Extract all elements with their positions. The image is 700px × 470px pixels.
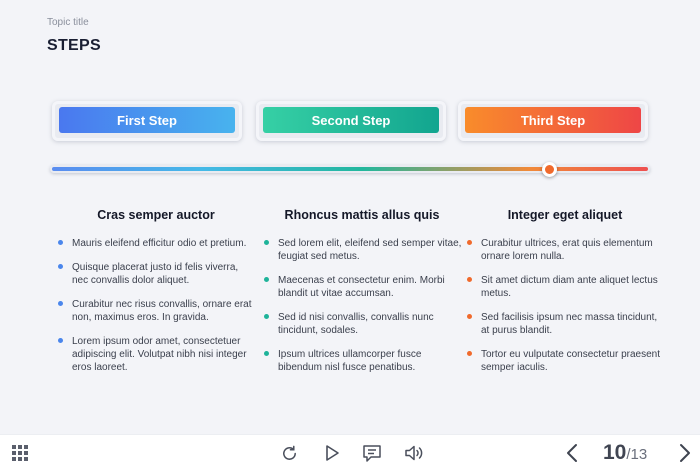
column-3-list: Curabitur ultrices, erat quis elementum …	[465, 237, 665, 374]
slide: Topic title STEPS First Step Second Step…	[0, 0, 700, 434]
step-card-2: Second Step	[256, 101, 446, 141]
bullet-dot-icon	[264, 277, 269, 282]
list-item-text: Sed lorem elit, eleifend sed semper vita…	[278, 238, 462, 262]
bullet-dot-icon	[58, 301, 63, 306]
list-item-text: Ipsum ultrices ullamcorper fusce bibendu…	[278, 349, 422, 373]
column-1-heading: Cras semper auctor	[97, 208, 215, 222]
bullet-dot-icon	[58, 240, 63, 245]
bullet-dot-icon	[58, 264, 63, 269]
chat-icon[interactable]	[362, 443, 382, 463]
page-title: STEPS	[47, 37, 101, 54]
list-item-text: Lorem ipsum odor amet, consectetuer adip…	[72, 336, 247, 373]
player-controls-bar: 10 /13	[0, 434, 700, 470]
column-3: Integer eget aliquet Curabitur ultrices,…	[465, 208, 665, 385]
second-step-button[interactable]: Second Step	[263, 107, 439, 133]
column-1-list: Mauris eleifend efficitur odio et pretiu…	[56, 237, 256, 374]
list-item: Sed facilisis ipsum nec massa tincidunt,…	[465, 311, 665, 337]
list-item: Quisque placerat justo id felis viverra,…	[56, 261, 256, 287]
column-2-list: Sed lorem elit, eleifend sed semper vita…	[262, 237, 462, 374]
total-slides: /13	[626, 446, 648, 463]
list-item-text: Curabitur nec risus convallis, ornare er…	[72, 299, 252, 323]
list-item: Curabitur ultrices, erat quis elementum …	[465, 237, 665, 263]
list-item-text: Maecenas et consectetur enim. Morbi blan…	[278, 275, 445, 299]
list-item: Lorem ipsum odor amet, consectetuer adip…	[56, 335, 256, 374]
list-item-text: Curabitur ultrices, erat quis elementum …	[481, 238, 653, 262]
first-step-button[interactable]: First Step	[59, 107, 235, 133]
list-item-text: Quisque placerat justo id felis viverra,…	[72, 262, 239, 286]
volume-icon[interactable]	[404, 443, 424, 463]
list-item-text: Sed facilisis ipsum nec massa tincidunt,…	[481, 312, 658, 336]
list-item-text: Sit amet dictum diam ante aliquet lectus…	[481, 275, 658, 299]
grid-icon[interactable]	[10, 443, 30, 463]
bullet-dot-icon	[467, 277, 472, 282]
list-item: Ipsum ultrices ullamcorper fusce bibendu…	[262, 348, 462, 374]
third-step-button[interactable]: Third Step	[465, 107, 641, 133]
chevron-right-icon[interactable]	[675, 443, 695, 463]
step-card-1: First Step	[52, 101, 242, 141]
list-item-text: Sed id nisi convallis, convallis nunc ti…	[278, 312, 434, 336]
progress-gradient	[52, 167, 648, 171]
bullet-dot-icon	[264, 314, 269, 319]
bullet-dot-icon	[467, 351, 472, 356]
play-icon[interactable]	[322, 443, 342, 463]
list-item: Curabitur nec risus convallis, ornare er…	[56, 298, 256, 324]
column-3-heading: Integer eget aliquet	[507, 208, 623, 222]
current-slide-number: 10	[603, 441, 627, 464]
slide-counter: 10 /13	[603, 441, 647, 465]
list-item: Sed lorem elit, eleifend sed semper vita…	[262, 237, 462, 263]
column-2: Rhoncus mattis allus quis Sed lorem elit…	[262, 208, 462, 385]
list-item: Maecenas et consectetur enim. Morbi blan…	[262, 274, 462, 300]
list-item-text: Tortor eu vulputate consectetur praesent…	[481, 349, 660, 373]
replay-icon[interactable]	[279, 443, 299, 463]
list-item: Sit amet dictum diam ante aliquet lectus…	[465, 274, 665, 300]
step-card-3: Third Step	[458, 101, 648, 141]
list-item: Tortor eu vulputate consectetur praesent…	[465, 348, 665, 374]
progress-track[interactable]	[50, 165, 650, 173]
bullet-dot-icon	[264, 240, 269, 245]
list-item: Sed id nisi convallis, convallis nunc ti…	[262, 311, 462, 337]
topic-label: Topic title	[47, 17, 89, 28]
bullet-dot-icon	[58, 338, 63, 343]
column-2-heading: Rhoncus mattis allus quis	[284, 208, 440, 222]
column-1: Cras semper auctor Mauris eleifend effic…	[56, 208, 256, 385]
bullet-dot-icon	[467, 240, 472, 245]
chevron-left-icon[interactable]	[562, 443, 582, 463]
bullet-dot-icon	[467, 314, 472, 319]
list-item: Mauris eleifend efficitur odio et pretiu…	[56, 237, 256, 250]
bullet-dot-icon	[264, 351, 269, 356]
list-item-text: Mauris eleifend efficitur odio et pretiu…	[72, 238, 247, 249]
progress-knob[interactable]	[542, 162, 557, 177]
